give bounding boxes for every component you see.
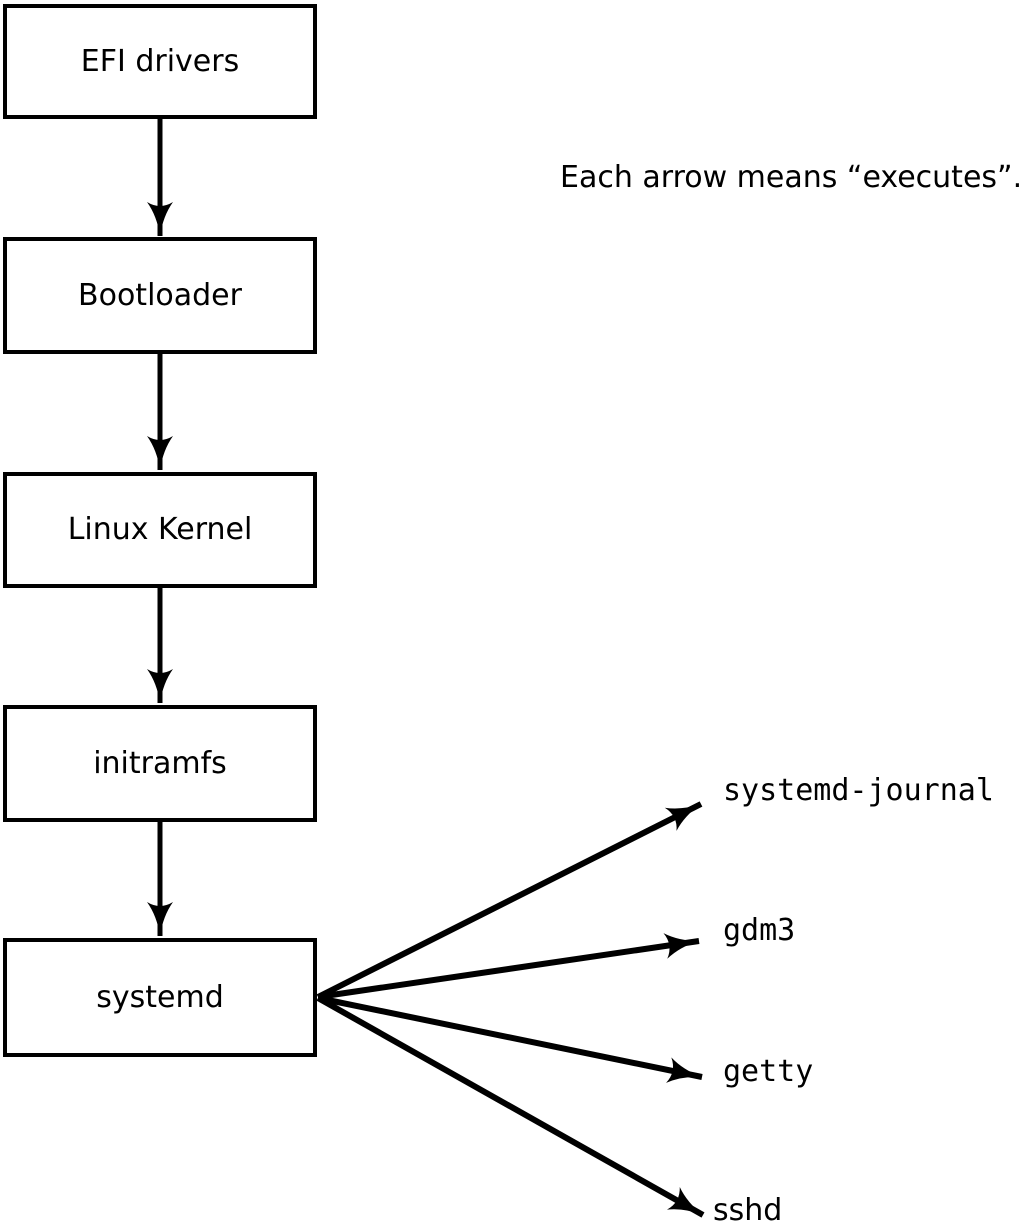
node-systemd-label: systemd (96, 979, 224, 1015)
legend-note: Each arrow means “executes”. (560, 160, 1023, 196)
node-efi-drivers-label: EFI drivers (80, 43, 240, 79)
node-linux-kernel: Linux Kernel (3, 472, 317, 588)
label-gdm3: gdm3 (723, 913, 796, 948)
node-efi-drivers: EFI drivers (3, 4, 317, 119)
node-initramfs-label: initramfs (93, 745, 227, 781)
arrow-systemd-to-gdm3 (317, 933, 700, 1000)
node-bootloader-label: Bootloader (78, 277, 242, 313)
node-systemd: systemd (3, 938, 317, 1057)
node-initramfs: initramfs (3, 705, 317, 822)
arrow-systemd-to-sshd (316, 995, 705, 1218)
node-bootloader: Bootloader (3, 237, 317, 354)
arrow-systemd-to-getty (317, 995, 703, 1083)
node-linux-kernel-label: Linux Kernel (67, 512, 253, 547)
label-getty: getty (723, 1054, 814, 1089)
label-sshd: sshd (713, 1193, 783, 1228)
label-systemd-journal: systemd-journal (723, 773, 994, 808)
arrow-systemd-to-journal (316, 801, 703, 1000)
